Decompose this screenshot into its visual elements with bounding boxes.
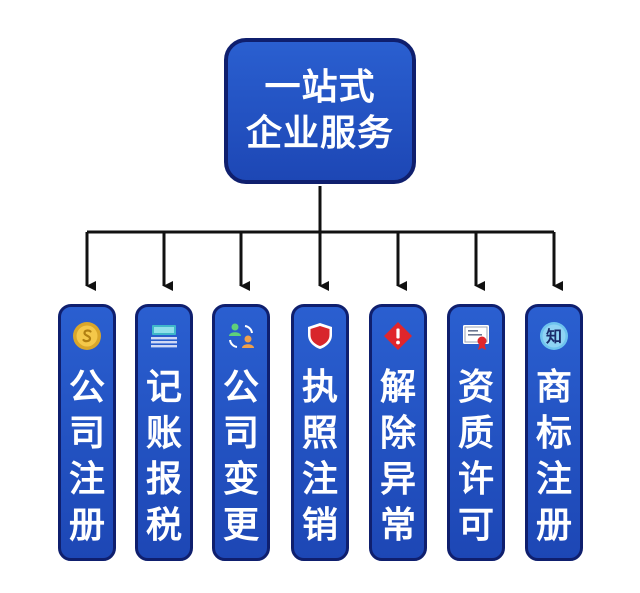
root-title-line-1: 一站式	[264, 67, 376, 108]
certificate-icon	[463, 325, 489, 350]
service-card-qualification-permit[interactable]: 资 质 许 可	[447, 304, 505, 561]
service-card-company-change[interactable]: 公 司 变 更	[212, 304, 270, 561]
service-label: 商 标 注 册	[535, 367, 572, 546]
root-node: 一站式 企业服务	[224, 38, 416, 184]
svg-text:知: 知	[546, 327, 562, 346]
service-label: 解 除 异 常	[379, 367, 416, 546]
zhi-badge-icon: 知	[540, 322, 568, 350]
warning-diamond-icon	[384, 322, 412, 350]
service-card-remove-abnormality[interactable]: 解 除 异 常	[369, 304, 427, 561]
service-label: 公 司 注 册	[68, 367, 105, 546]
service-label: 执 照 注 销	[301, 367, 338, 546]
service-card-bookkeeping-tax[interactable]: 记 账 报 税	[135, 304, 193, 561]
root-title-line-2: 企业服务	[245, 113, 394, 154]
service-card-license-cancellation[interactable]: 执 照 注 销	[291, 304, 349, 561]
service-label: 资 质 许 可	[457, 367, 494, 546]
gold-coin-icon	[73, 322, 101, 350]
service-card-trademark-registration[interactable]: 知 商 标 注 册	[525, 304, 583, 561]
ledger-stack-icon	[151, 325, 177, 348]
change-users-icon	[229, 323, 254, 348]
service-label: 记 账 报 税	[145, 367, 182, 546]
service-label: 公 司 变 更	[222, 367, 259, 546]
service-card-company-registration[interactable]: 公 司 注 册	[58, 304, 116, 561]
red-shield-icon	[308, 323, 332, 349]
